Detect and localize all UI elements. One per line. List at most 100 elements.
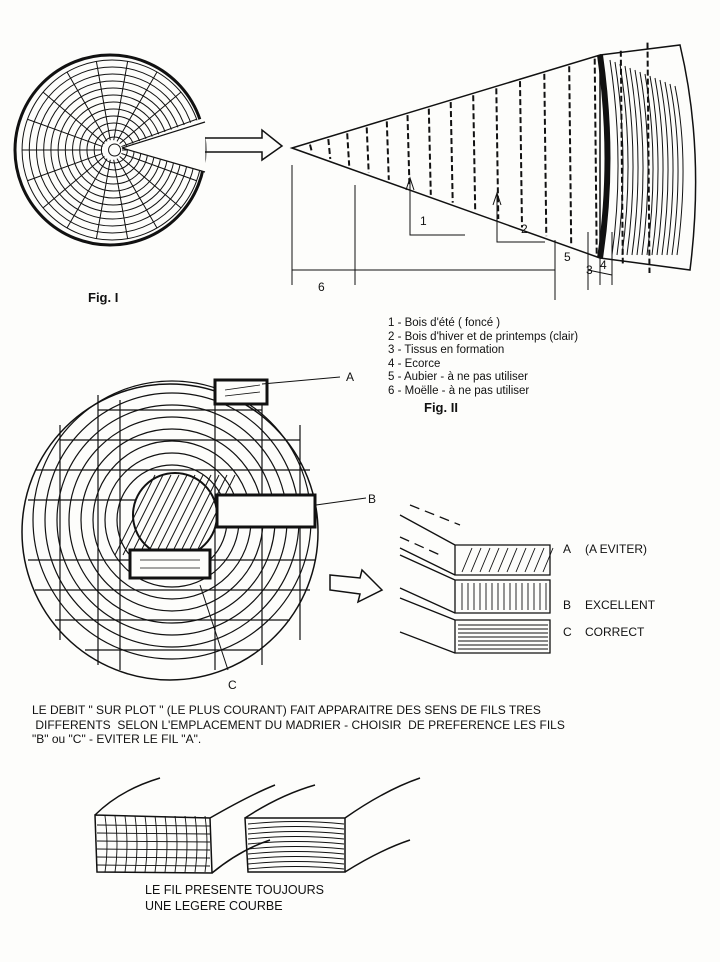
drawing-stroke	[624, 65, 634, 256]
log-sawing-plan	[21, 376, 367, 681]
drawing-stroke	[178, 474, 220, 556]
drawing-stroke	[154, 474, 196, 556]
caption-line: LE FIL PRESENTE TOUJOURS	[145, 883, 324, 897]
drawing-stroke	[121, 118, 197, 148]
drawing-stroke	[134, 815, 138, 873]
drawing-stroke	[644, 73, 654, 256]
drawing-stroke	[108, 143, 122, 157]
drawing-stroke	[524, 547, 536, 573]
drawing-stroke	[479, 547, 491, 573]
caption-line: UNE LEGERE COURBE	[145, 899, 283, 913]
board-samples	[399, 504, 554, 654]
dimension-label-5: 5	[564, 250, 571, 264]
board-b-letter: B	[563, 598, 572, 612]
drawing-stroke	[506, 547, 518, 573]
arrow-diagonal-icon	[329, 568, 384, 604]
figure-2-title: Fig. II	[424, 400, 458, 415]
marker-c: C	[228, 678, 237, 692]
paragraph-line: DIFFERENTS SELON L'EMPLACEMENT DU MADRIE…	[32, 717, 565, 732]
drawing-stroke	[385, 121, 390, 180]
figure-1-title: Fig. I	[88, 290, 119, 305]
drawing-stroke	[138, 474, 180, 556]
drawing-stroke	[66, 158, 108, 229]
dimension-label-3: 3	[586, 263, 593, 277]
wood-wedge	[289, 42, 697, 273]
drawing-stroke	[96, 840, 211, 843]
drawing-stroke	[614, 61, 624, 256]
drawing-stroke	[27, 152, 103, 182]
dimension-label-2: 2	[521, 222, 528, 236]
drawing-stroke	[66, 71, 108, 142]
legend-item: 4 - Ecorce	[388, 357, 441, 370]
board-c-position	[128, 548, 212, 580]
drawing-stroke	[95, 159, 111, 239]
drawing-stroke	[130, 474, 172, 556]
paragraph-line: LE DEBIT " SUR PLOT " (LE PLUS COURANT) …	[32, 703, 541, 717]
drawing-stroke	[406, 115, 411, 188]
drawing-stroke	[247, 856, 345, 860]
grain-curve-samples	[94, 777, 421, 874]
drawing-stroke	[497, 547, 509, 573]
drawing-stroke	[472, 95, 477, 211]
drawing-stroke	[113, 61, 129, 141]
drawing-stroke	[247, 861, 345, 865]
drawing-stroke	[639, 71, 649, 256]
drawing-stroke	[116, 158, 158, 229]
drawing-stroke	[42, 91, 105, 144]
drawing-stroke	[542, 547, 554, 573]
drawing-stroke	[649, 75, 659, 256]
drawing-stroke	[669, 83, 679, 256]
drawing-stroke	[327, 138, 332, 160]
drawing-stroke	[95, 61, 111, 141]
board-b-label: EXCELLENT	[585, 598, 656, 612]
legend-item: 3 - Tissus en formation	[388, 344, 505, 356]
drawing-stroke	[449, 102, 454, 203]
drawing-stroke	[174, 815, 178, 873]
drawing-stroke	[146, 474, 188, 556]
dimension-label-6: 6	[318, 280, 325, 294]
figure-3-caption: LE FIL PRESENTE TOUJOURS UNE LEGERE COUR…	[145, 882, 324, 914]
board-a-letter: A	[563, 542, 572, 556]
drawing-stroke	[247, 851, 345, 855]
board-a-label: (A EVITER)	[585, 542, 648, 556]
drawing-stroke	[365, 127, 370, 173]
drawing-stroke	[144, 815, 148, 873]
drawing-stroke	[609, 59, 619, 256]
dimension-label-1: 1	[420, 214, 427, 228]
drawing-stroke	[247, 826, 345, 830]
drawing-stroke	[96, 856, 211, 859]
drawing-stroke	[247, 866, 345, 870]
drawing-stroke	[619, 63, 629, 256]
drawing-stroke	[162, 474, 204, 556]
drawing-stroke	[194, 474, 236, 556]
drawing-stroke	[184, 815, 188, 873]
drawing-stroke	[170, 474, 212, 556]
drawing-stroke	[519, 81, 523, 228]
drawing-stroke	[533, 547, 545, 573]
drawing-stroke	[659, 79, 669, 256]
drawing-stroke	[42, 156, 105, 209]
drawing-stroke	[186, 474, 228, 556]
drawing-stroke	[515, 547, 527, 573]
drawing-stroke	[247, 821, 345, 825]
drawing-stroke	[124, 815, 128, 873]
drawing-stroke	[154, 815, 158, 873]
drawing-stroke	[164, 815, 168, 873]
legend-item: 6 - Moëlle - à ne pas utiliser	[388, 384, 530, 397]
drawing-stroke	[194, 815, 198, 873]
board-a-position	[213, 378, 269, 406]
marker-b: B	[368, 492, 377, 506]
drawing-stroke	[247, 836, 345, 840]
drawing-stroke	[247, 831, 345, 835]
drawing-stroke	[593, 58, 598, 255]
drawing-stroke	[247, 846, 345, 850]
board-c-label: CORRECT	[585, 625, 645, 639]
drawing-stroke	[114, 815, 118, 873]
board-c-letter: C	[563, 625, 572, 639]
arrow-right-icon	[205, 128, 284, 162]
drawing-stroke	[470, 547, 482, 573]
drawing-stroke	[116, 71, 158, 142]
drawing-stroke	[122, 474, 164, 556]
